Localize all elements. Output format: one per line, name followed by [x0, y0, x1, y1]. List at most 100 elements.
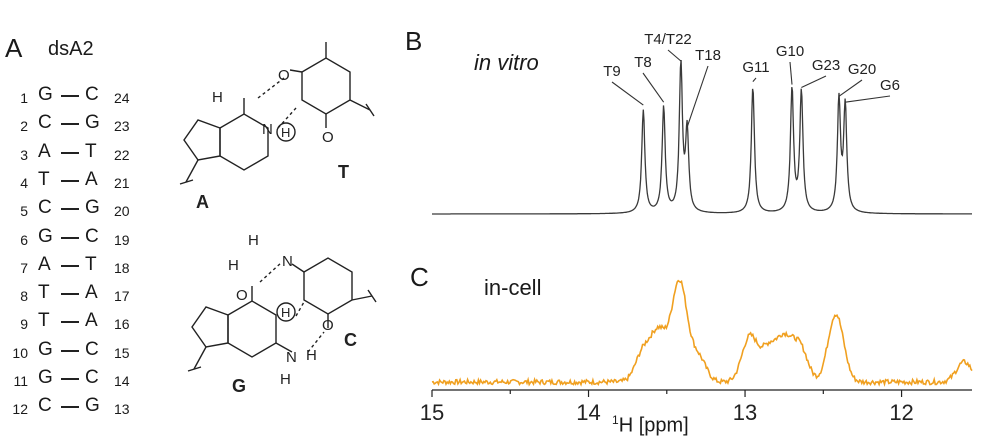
sequence-base-right: A: [85, 168, 98, 190]
in-cell-label: in-cell: [484, 275, 542, 300]
gc-n-bottom: N: [286, 349, 297, 366]
sequence-index-left: 8: [20, 288, 28, 305]
at-n-label: N: [262, 121, 273, 138]
sequence-base-right: C: [85, 225, 99, 247]
sequence-index-right: 18: [114, 259, 130, 276]
sequence-index-left: 4: [20, 174, 28, 191]
pair-dash: [61, 406, 79, 409]
at-h-circle: H: [281, 125, 290, 140]
sequence-index-left: 6: [20, 231, 28, 248]
peak-leader-line: [838, 79, 863, 97]
at-left-base: A: [196, 192, 209, 212]
pair-dash: [61, 95, 79, 97]
at-right-base: T: [338, 162, 349, 182]
gc-h-top2: H: [228, 257, 239, 274]
peak-leader-line: [642, 72, 665, 103]
sequence-index-left: 12: [12, 401, 28, 418]
peak-leader-line: [752, 77, 757, 82]
peak-leader-line: [611, 81, 644, 106]
at-o-top: O: [278, 67, 290, 84]
pair-dash: [61, 123, 79, 126]
gc-h-bottom: H: [306, 347, 317, 364]
pair-dash: [61, 179, 79, 182]
peak-leader-line: [686, 65, 709, 128]
pair-dash: [61, 236, 79, 239]
x-axis-label-text: H [ppm]: [618, 414, 689, 437]
peak-leader-line: [801, 75, 827, 88]
sequence-index-left: 9: [20, 316, 28, 333]
sequence-index-right: 16: [114, 316, 130, 333]
peak-label: G11: [742, 59, 769, 76]
in-vitro-label: in vitro: [474, 50, 539, 75]
sequence-index-right: 17: [114, 288, 130, 305]
sequence-index-left: 7: [20, 259, 28, 276]
sequence-base-left: T: [38, 168, 50, 190]
sequence-index-right: 22: [114, 146, 130, 163]
sequence-index-left: 10: [12, 344, 28, 361]
sequence-index-left: 5: [20, 203, 28, 220]
x-tick-label: 15: [420, 400, 444, 425]
sequence-index-right: 15: [114, 344, 130, 361]
sequence-index-right: 20: [114, 203, 130, 220]
gc-o-right: O: [322, 317, 334, 334]
pair-dash: [61, 293, 79, 296]
gc-o-left: O: [236, 287, 248, 304]
base-pair-structures: H N O H O A T H H N O H O N H H G C: [179, 42, 377, 396]
sequence-index-left: 11: [13, 373, 28, 389]
sequence-base-right: G: [85, 395, 100, 417]
sequence-base-left: G: [38, 338, 53, 360]
panel-label-a: A: [5, 33, 23, 63]
pair-dash: [61, 378, 79, 380]
x-tick-label: 13: [733, 400, 757, 425]
sequence-base-right: G: [85, 197, 100, 219]
sequence-base-left: G: [38, 225, 53, 247]
sequence-base-right: C: [85, 84, 99, 105]
pair-dash: [61, 208, 79, 211]
peak-label: G20: [848, 61, 876, 78]
sequence-base-left: A: [38, 140, 51, 162]
peak-label: T9: [603, 63, 621, 80]
in-vitro-spectrum-line: [432, 59, 972, 215]
sequence-base-left: A: [38, 253, 51, 275]
sequence-base-right: A: [85, 282, 98, 304]
peak-label: T8: [634, 54, 652, 71]
gc-h-circle: H: [281, 305, 290, 320]
peak-label: T18: [695, 47, 721, 64]
peak-leader-line: [845, 95, 891, 103]
x-axis-label-isotope: 1: [612, 413, 619, 427]
sequence-index-left: 3: [20, 146, 28, 163]
peak-label: T4/T22: [644, 31, 692, 48]
pair-dash: [61, 151, 79, 154]
sequence-base-left: C: [38, 395, 52, 417]
sequence-base-left: C: [38, 197, 52, 219]
sequence-base-right: A: [85, 310, 98, 332]
sequence-index-right: 23: [114, 118, 130, 135]
sequence-title: dsA2: [48, 38, 94, 60]
sequence-index-left: 1: [20, 90, 28, 106]
sequence-base-right: G: [85, 112, 100, 134]
gc-right-base: C: [344, 330, 357, 350]
sequence-base-left: T: [38, 282, 50, 304]
sequence-index-right: 24: [114, 90, 130, 106]
in-cell-spectrum-line: [431, 279, 973, 388]
panel-label-b: B: [405, 26, 423, 56]
x-axis-label: 1H [ppm]: [612, 413, 689, 438]
gc-h-bottom2: H: [280, 371, 291, 388]
sequence-base-left: T: [38, 310, 50, 332]
x-tick-label: 12: [889, 400, 913, 425]
gc-n-mid: N: [282, 253, 293, 270]
sequence-base-left: G: [38, 367, 53, 388]
at-h-top: H: [212, 89, 223, 106]
gc-h-top: H: [248, 232, 259, 249]
